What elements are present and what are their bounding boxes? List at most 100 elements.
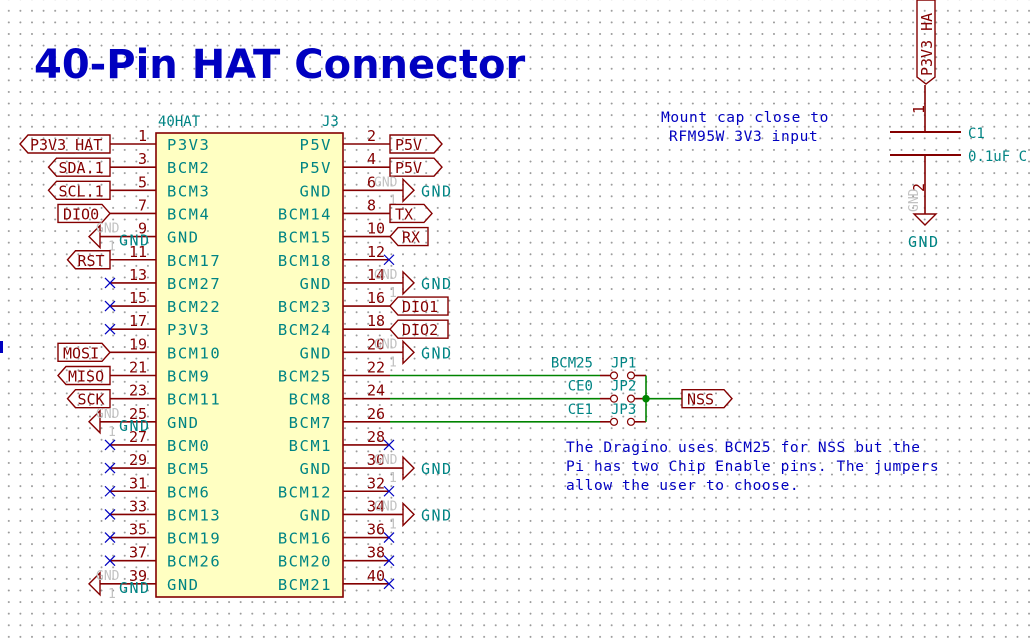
net-label-mosi[interactable] [57,342,111,363]
no-connect-icon [104,532,116,543]
pin-name-35: BCM19 [167,530,221,548]
pin-name-31: BCM6 [167,483,210,501]
pin-number-35: 35 [129,521,147,539]
pin-name-10: BCM15 [278,229,332,247]
pin-number-14: 14 [367,266,385,284]
pin-number-5: 5 [138,173,147,191]
jumper-pad[interactable] [609,394,619,403]
net-label-scl-1[interactable] [47,180,111,200]
jumper-net-name: CE0 [568,379,593,395]
net-label-text: P3V3_HAT [30,136,102,154]
gnd-ghost-pin: 1 [108,587,116,602]
gnd-ghost-pin: 1 [389,193,397,208]
net-label-text: RX [402,229,420,247]
pin-number-34: 34 [367,497,385,515]
jumper-pad[interactable] [626,371,636,380]
connector-body[interactable] [155,132,344,598]
net-label-rx[interactable] [389,226,429,247]
pin-name-1: P3V3 [167,136,210,154]
no-connect-icon [104,439,116,451]
cap-value: 0.1uF C [968,149,1027,165]
pin-name-17: P3V3 [167,321,210,339]
net-label-rst[interactable] [66,250,111,270]
pin-number-24: 24 [367,382,385,400]
net-label-miso[interactable] [57,365,111,386]
pin-number-17: 17 [129,312,147,330]
pin-name-32: BCM12 [278,483,332,501]
gnd-label: GND [421,344,453,362]
jumper-net-name: CE1 [568,402,593,418]
pin-name-27: BCM0 [167,437,210,455]
pin-name-8: BCM14 [278,205,332,223]
pin-number-7: 7 [138,196,147,214]
pin-number-13: 13 [129,266,147,284]
net-label-p3v3-hat[interactable] [19,134,111,154]
net-label-p5v[interactable] [389,157,443,177]
jumper-note-line-3: allow the user to choose. [566,478,799,494]
pin-number-8: 8 [367,196,376,214]
pin-number-9: 9 [138,220,147,238]
gnd-ghost-ref: GND [374,175,398,190]
pin-name-11: BCM17 [167,252,221,270]
cap-gnd-icon [912,213,938,226]
gnd-icon [402,339,415,366]
pin-number-36: 36 [367,521,385,539]
pin-name-2: P5V [300,136,333,154]
pin-name-5: BCM3 [167,182,210,200]
gnd-icon [402,501,415,528]
pin-name-39: GND [167,576,200,594]
jumper-pad[interactable] [609,371,619,380]
gnd-ghost-ref: GND [96,569,120,584]
net-label-p5v[interactable] [389,134,443,154]
net-label-text: SCK [78,391,105,409]
pin-number-16: 16 [367,289,385,307]
nss-label-text: NSS [687,391,714,409]
p3v3-hat-label-shape [916,0,936,85]
net-label-tx[interactable] [389,203,433,224]
gnd-icon [88,571,101,597]
net-label-text: SDA.1 [59,159,104,177]
pin-name-36: BCM16 [278,530,332,548]
net-label-dio1[interactable] [389,296,449,316]
nss-label[interactable] [681,388,733,409]
pin-name-40: BCM21 [278,576,332,594]
net-label-text: DIO2 [402,321,438,339]
net-label-dio2[interactable] [389,319,449,339]
jumper-pad[interactable] [626,417,636,426]
net-label-text: TX [395,205,413,223]
net-label-sck[interactable] [66,388,111,409]
pin-name-19: BCM10 [167,344,221,362]
gnd-icon [402,455,415,481]
cap-top-net-label: P3V3_HA [918,13,936,76]
jumper-note-line-1: The Dragino uses BCM25 for NSS but the [566,440,921,456]
pin-number-38: 38 [367,544,385,562]
pin-number-40: 40 [367,567,385,585]
net-label-text: RST [78,252,105,270]
jumper-pad[interactable] [609,417,619,426]
jumper-ref: JP3 [611,402,636,418]
net-label-dio0[interactable] [57,203,111,224]
gnd-label: GND [119,232,151,250]
pin-name-9: GND [167,229,200,247]
cap-note-line-1: Mount cap close to [661,110,829,126]
net-label-text: DIO0 [63,205,99,223]
cap-gnd-label: GND [908,233,940,251]
pin-name-21: BCM9 [167,368,210,386]
net-label-sda-1[interactable] [47,157,111,177]
gnd-label: GND [421,275,453,293]
cap-gnd-ghost-ref: GND [907,188,922,212]
pin-number-19: 19 [129,335,147,353]
pin-name-34: GND [300,506,333,524]
capacitor-c1[interactable]: P3V3_HA 1 C1 0.1uF C 2 GND GND [890,0,1027,251]
pin-name-25: GND [167,414,200,432]
pin-number-12: 12 [367,243,385,261]
gnd-ghost-ref: GND [374,268,398,283]
net-label-text: P5V [395,136,422,154]
no-connect-icon [104,508,116,520]
jumper-pad[interactable] [626,394,636,403]
sheet-title: 40-Pin HAT Connector [34,42,525,88]
gnd-label: GND [119,579,151,597]
pin-number-1: 1 [138,127,147,145]
pin-number-31: 31 [129,474,147,492]
